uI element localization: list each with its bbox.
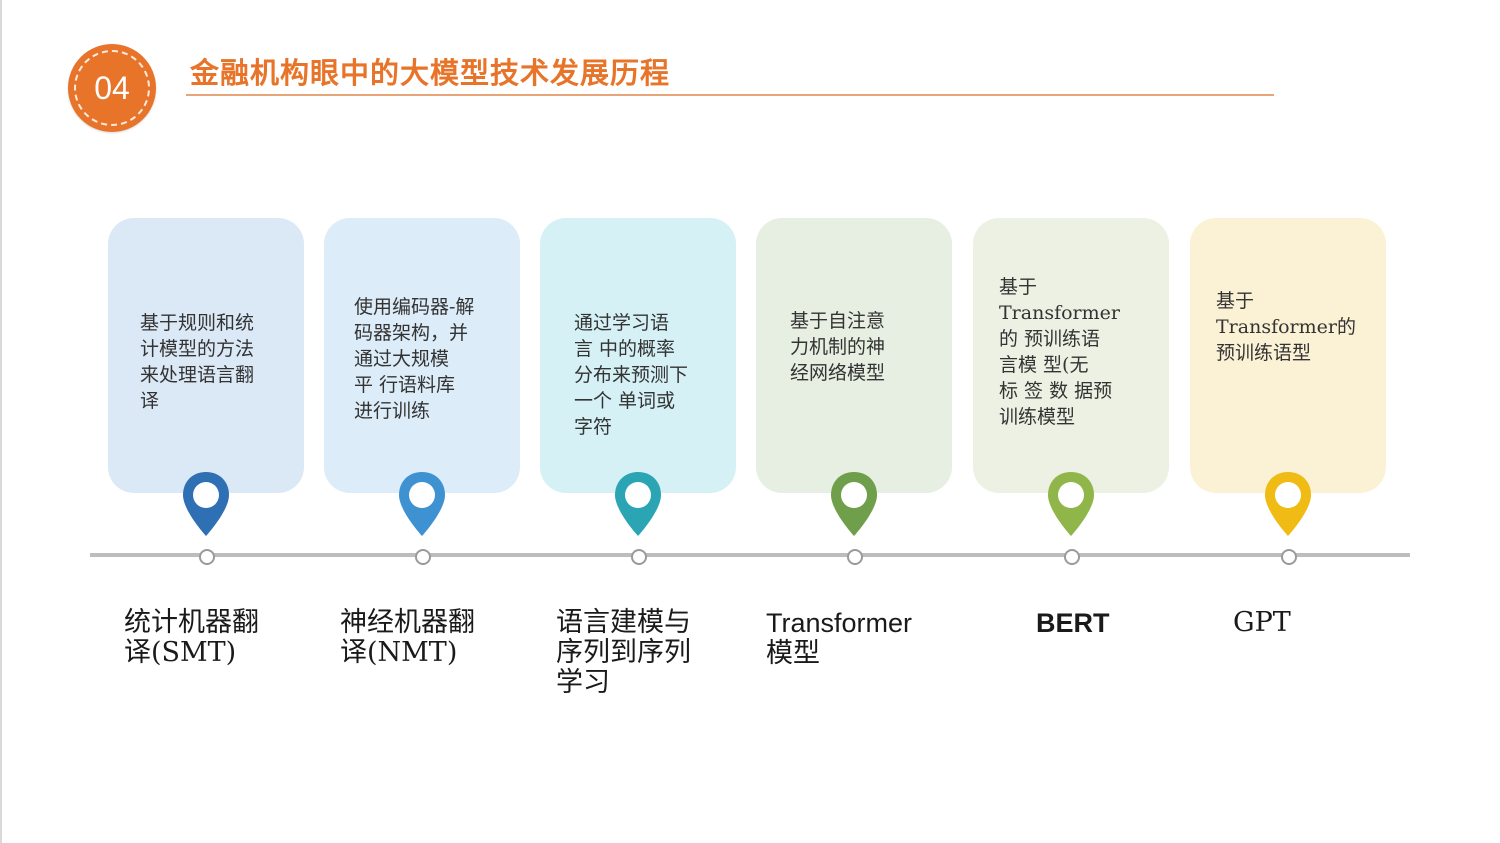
badge-dashed-ring — [74, 50, 150, 126]
milestone-label-transformer: Transformer 模型 — [766, 608, 913, 668]
timeline-node — [199, 549, 215, 565]
section-number-badge: 04 — [68, 44, 156, 132]
location-pin-icon — [399, 472, 445, 536]
stage-card-gpt: 基于 Transformer的 预训练语型 — [1190, 218, 1386, 493]
stage-card-text: 基于规则和统 计模型的方法 来处理语言翻 译 — [140, 312, 255, 412]
location-pin-icon — [615, 472, 661, 536]
milestone-label-smt: 统计机器翻 译(SMT) — [124, 607, 259, 668]
location-pin-icon — [1265, 472, 1311, 536]
location-pin-icon — [831, 472, 877, 536]
timeline-node — [1281, 549, 1297, 565]
slide-left-edge — [0, 0, 2, 843]
location-pin-icon — [183, 472, 229, 536]
page-title: 金融机构眼中的大模型技术发展历程 — [190, 56, 671, 90]
stage-card-language-modeling: 通过学习语 言 中的概率 分布来预测下 一个 单词或 字符 — [540, 218, 736, 493]
milestone-label-seq2seq: 语言建模与 序列到序列 学习 — [556, 607, 691, 698]
title-underline — [186, 94, 1274, 96]
timeline-node — [1064, 549, 1080, 565]
stage-card-bert: 基于 Transformer 的 预训练语 言模 型(无 标 签 数 据预 训练… — [973, 218, 1169, 493]
section-number: 04 — [94, 70, 130, 106]
milestone-label-bert: BERT — [1036, 608, 1110, 638]
stage-card-text: 基于自注意 力机制的神 经网络模型 — [790, 310, 886, 384]
stage-card-nmt: 使用编码器-解 码器架构，并 通过大规模 平 行语料库 进行训练 — [324, 218, 520, 493]
location-pin-icon — [1048, 472, 1094, 536]
stage-card-text: 使用编码器-解 码器架构，并 通过大规模 平 行语料库 进行训练 — [354, 296, 475, 422]
stage-card-smt: 基于规则和统 计模型的方法 来处理语言翻 译 — [108, 218, 304, 493]
stage-card-text: 基于 Transformer 的 预训练语 言模 型(无 标 签 数 据预 训练… — [999, 276, 1120, 428]
timeline-node — [415, 549, 431, 565]
stage-card-text: 通过学习语 言 中的概率 分布来预测下 一个 单词或 字符 — [574, 312, 689, 438]
timeline-line — [90, 553, 1410, 557]
timeline-node — [631, 549, 647, 565]
milestone-label-nmt: 神经机器翻 译(NMT) — [340, 607, 475, 668]
stage-card-transformer: 基于自注意 力机制的神 经网络模型 — [756, 218, 952, 493]
milestone-label-gpt: GPT — [1233, 607, 1291, 638]
stage-card-text: 基于 Transformer的 预训练语型 — [1216, 290, 1356, 364]
timeline-node — [847, 549, 863, 565]
